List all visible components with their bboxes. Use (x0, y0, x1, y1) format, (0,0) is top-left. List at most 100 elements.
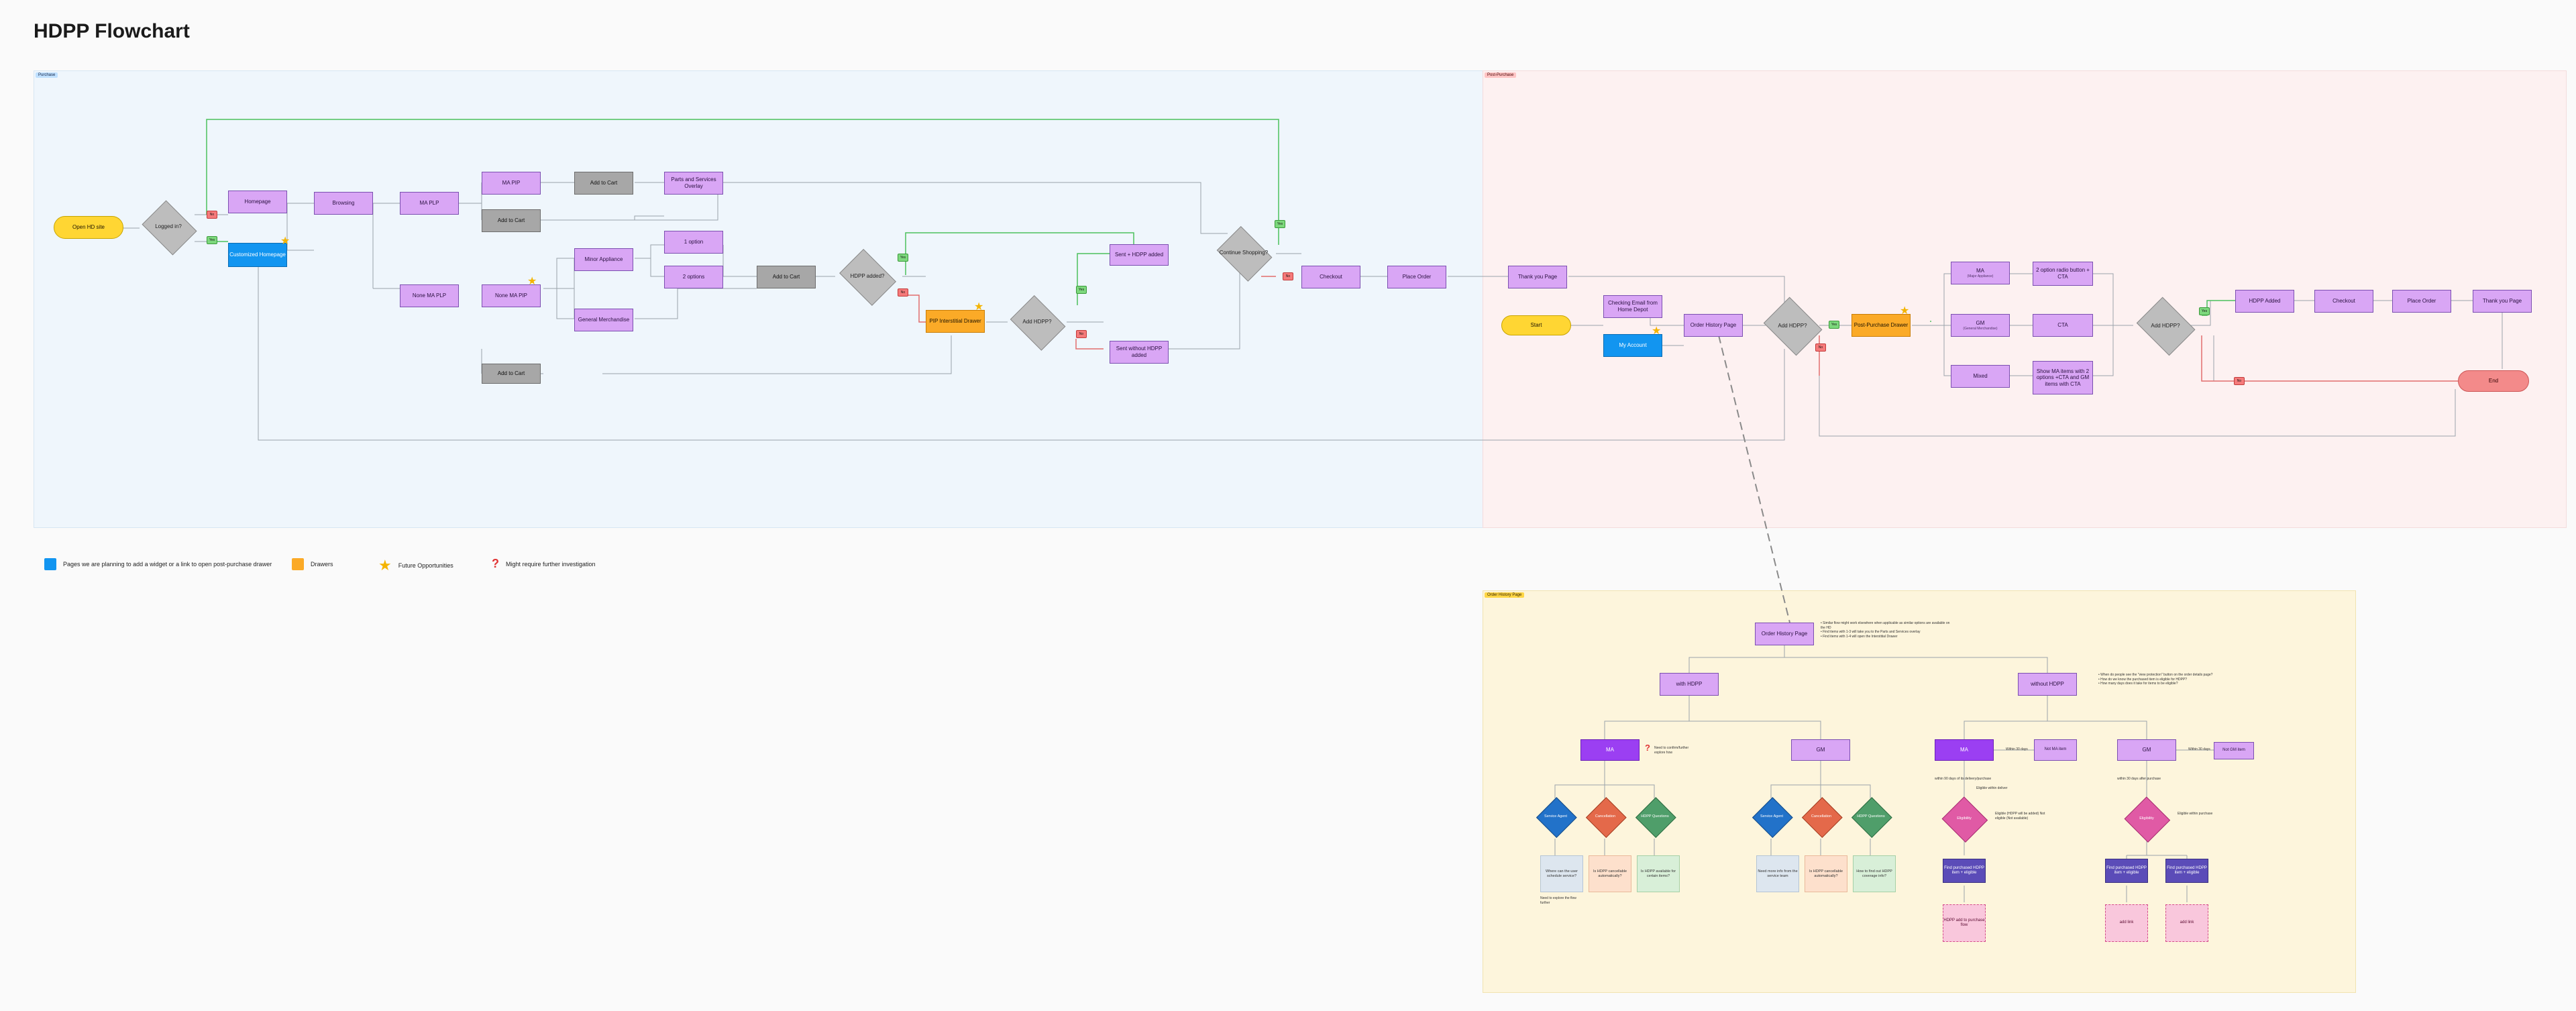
add-hdpp-decision: Add HDPP? (1760, 301, 1825, 352)
yes-tag: Yes (1076, 286, 1087, 294)
star-icon: ★ (280, 235, 290, 247)
ohp-title-node: Order History Page (1755, 623, 1814, 645)
star-icon: ★ (378, 557, 392, 574)
star-icon: ★ (1900, 305, 1910, 317)
ma-pip-node: MA PIP (482, 172, 541, 195)
gm-side-note: Eligible within purchase (2178, 812, 2213, 816)
pip-interstitial-drawer-node: PIP Interstitial Drawer (926, 310, 985, 333)
legend-label: Pages we are planning to add a widget or… (63, 561, 272, 568)
add-link-node: add link (2105, 904, 2148, 942)
add-to-cart-node: Add to Cart (757, 266, 816, 288)
two-option-cta-node: 2 option radio button + CTA (2033, 262, 2093, 286)
no-tag: No (898, 288, 908, 297)
checking-email-node: Checking Email from Home Depot (1603, 295, 1662, 318)
order-history-page-node: Order History Page (1684, 314, 1743, 337)
purchase-section-label: Purchase (36, 72, 58, 78)
ohp-bullets-note: • Similar flow might work elsewhere when… (1821, 621, 1950, 639)
none-ma-plp-node: None MA PLP (400, 284, 459, 307)
post-purchase-section-label: Post-Purchase (1485, 72, 1517, 78)
purchase-section: Purchase (34, 70, 1484, 528)
hdpp-added-node: HDPP Added (2235, 290, 2294, 313)
service-agent-decision: Service Agent (1752, 797, 1791, 836)
two-options-node: 2 options (664, 266, 723, 288)
legend-label: Future Opportunities (398, 562, 453, 569)
star-icon: ★ (527, 276, 537, 287)
start-node: Start (1501, 315, 1571, 335)
not-ma-node: Not MA item (2034, 739, 2077, 761)
ma-side-note: Eligible within deliver (1976, 786, 2008, 790)
none-ma-pip-node: None MA PIP (482, 284, 541, 307)
gm-node: GM(General Merchandise) (1951, 314, 2010, 337)
post-purchase-drawer-node: Post-Purchase Drawer (1851, 314, 1911, 337)
star-icon: ★ (1652, 325, 1662, 337)
minor-appliance-node: Minor Appliance (574, 248, 633, 271)
cancellation-note: Is HDPP cancellable automatically? (1805, 855, 1847, 892)
end-node: End (2458, 370, 2529, 392)
without-hdpp-node: without HDPP (2018, 673, 2077, 696)
find-purchased-item-node: Find purchased HDPP item + eligible (2165, 859, 2208, 883)
add-link-node: add link (2165, 904, 2208, 942)
ma-node: MA (1580, 739, 1640, 761)
add-to-cart-node: Add to Cart (482, 364, 541, 384)
add-hdpp-decision: Add HDPP? (1006, 299, 1068, 345)
gm-node: GM (2117, 739, 2176, 761)
cancellation-note: Is HDPP cancellable automatically? (1589, 855, 1631, 892)
not-gm-node: Not GM item (2214, 742, 2254, 759)
yes-tag: Yes (898, 254, 908, 262)
find-purchased-item-node: Find purchased HDPP item + eligible (2105, 859, 2148, 883)
hdpp-questions-note: How to find out HDPP coverage info? (1853, 855, 1896, 892)
within-30-days-label: Within 30 days (2006, 747, 2028, 751)
eligibility-decision: Eligibility (2124, 797, 2169, 840)
no-tag: No (1283, 272, 1293, 280)
yes-tag: Yes (1829, 321, 1839, 329)
question-icon: ? (492, 557, 499, 570)
ma-plp-node: MA PLP (400, 192, 459, 215)
logged-in-decision: Logged in? (138, 203, 199, 250)
no-tag: No (1076, 330, 1087, 338)
add-to-cart-node: Add to Cart (574, 172, 633, 195)
within-ma-label: within 90 days of its delivery/purchase (1935, 777, 1992, 781)
open-hd-site-node: Open HD site (54, 216, 123, 239)
cta-node: CTA (2033, 314, 2093, 337)
hdpp-questions-decision: HDPP Questions (1635, 797, 1674, 836)
legend-item: ? Might require further investigation (492, 557, 596, 571)
legend-item: Drawers (292, 558, 333, 570)
within-gm-label: within 30 days after purchase (2117, 777, 2161, 781)
hdpp-added-decision: HDPP added? (835, 253, 900, 300)
page-title: HDPP Flowchart (34, 20, 190, 42)
sent-hdpp-added-node: Sent + HDPP added (1110, 244, 1169, 266)
cancellation-decision: Cancellation (1586, 797, 1625, 836)
legend-item: Pages we are planning to add a widget or… (44, 558, 272, 570)
checkout-node: Checkout (1301, 266, 1360, 288)
order-history-section: Order History Page (1483, 590, 2356, 993)
mixed-cta-node: Show MA items with 2 options +CTA and GM… (2033, 361, 2093, 394)
explore-flow-note: Need to explore the flow further (1540, 896, 1576, 905)
my-account-node: My Account (1603, 334, 1662, 357)
homepage-node: Homepage (228, 191, 287, 213)
yes-tag: Yes (207, 236, 217, 244)
ma-node: MA (1935, 739, 1994, 761)
add-hdpp-decision: Add HDPP? (2133, 301, 2198, 352)
hdpp-questions-decision: HDPP Questions (1851, 797, 1890, 836)
eligible-note: Eligible (HDPP will be added) Not eligib… (1995, 812, 2045, 820)
service-agent-decision: Service Agent (1536, 797, 1575, 836)
no-tag: No (2234, 377, 2245, 385)
star-icon: ★ (974, 301, 984, 313)
gm-node: GM (1791, 739, 1850, 761)
legend-item: ★ Future Opportunities (378, 557, 453, 574)
legend-label: Might require further investigation (506, 560, 596, 568)
parts-services-overlay-node: Parts and Services Overlay (664, 172, 723, 195)
service-note: Where can the user schedule service? (1540, 855, 1583, 892)
yes-tag: Yes (1275, 220, 1285, 228)
legend-label: Drawers (311, 561, 333, 568)
thank-you-page-node: Thank you Page (2473, 290, 2532, 313)
customized-homepage-node: Customized Homepage (228, 243, 287, 267)
general-merchandise-node: General Merchandise (574, 309, 633, 331)
question-icon: ? (1645, 743, 1650, 753)
find-purchased-item-node: Find purchased HDPP item + eligible (1943, 859, 1986, 883)
hdpp-questions-note: Is HDPP available for certain items? (1637, 855, 1680, 892)
mixed-node: Mixed (1951, 365, 2010, 388)
sent-without-hdpp-node: Sent without HDPP added (1110, 341, 1169, 364)
continue-shopping-decision: Continue Shopping? (1213, 229, 1275, 276)
